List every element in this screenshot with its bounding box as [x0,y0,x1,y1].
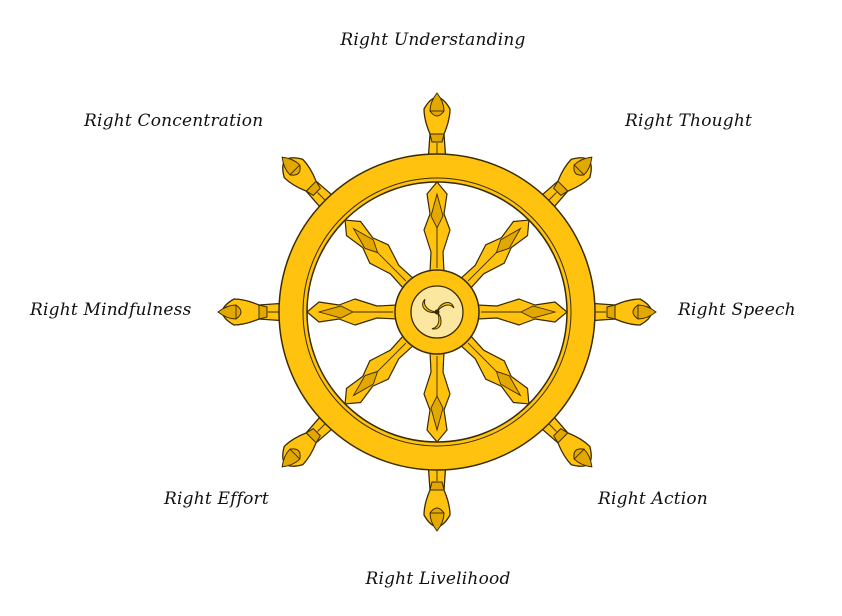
wheel-spoke-bottom [423,351,451,443]
wheel-handle-bottom-left [281,411,338,468]
label-right-understanding: Right Understanding [340,30,526,50]
hub-swirl-3 [422,298,438,314]
wheel-spoke-top-left [344,219,415,290]
hub-swirl-1 [436,302,455,313]
wheel-spoke-bottom-left [344,334,415,405]
wheel-handle-left [217,298,288,326]
label-right-speech: Right Speech [678,300,796,320]
label-right-thought: Right Thought [625,111,753,131]
wheel-rim [278,153,596,471]
hub-center-dot [434,309,440,315]
wheel-hub [394,269,480,355]
wheel-handles [217,92,657,532]
wheel-spoke-top-right [459,219,530,290]
wheel-handle-right [586,298,657,326]
wheel-handle-top-right [536,156,593,213]
label-right-mindfulness: Right Mindfulness [30,300,192,320]
hub-swirl-2 [431,311,442,330]
label-right-effort: Right Effort [164,489,269,509]
wheel-handle-top [423,92,451,163]
label-right-concentration: Right Concentration [84,111,264,131]
wheel-handle-top-left [281,156,338,213]
wheel-spoke-top [423,181,451,273]
wheel-spoke-right [476,298,568,326]
rim-inner-line [302,177,572,447]
wheel-handle-bottom [423,461,451,532]
wheel-spokes [306,181,568,443]
label-right-action: Right Action [598,489,708,509]
label-right-livelihood: Right Livelihood [365,569,511,589]
wheel-spoke-bottom-right [459,334,530,405]
wheel-spoke-left [306,298,398,326]
